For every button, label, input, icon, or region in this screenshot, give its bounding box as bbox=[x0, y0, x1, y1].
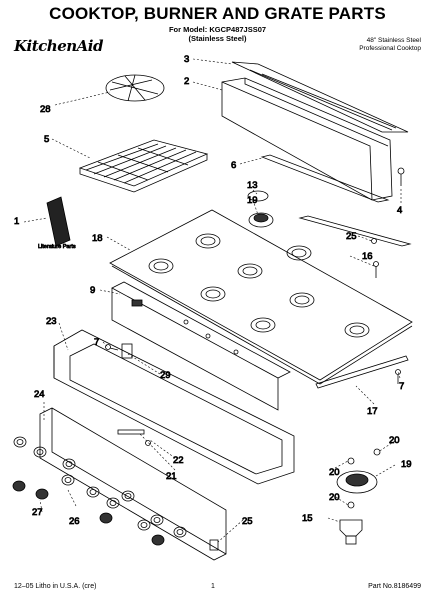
label-part-24: 24 bbox=[34, 389, 45, 400]
part-6-trim-strip bbox=[260, 154, 390, 203]
label-part-9: 9 bbox=[90, 285, 95, 296]
label-part-15: 15 bbox=[302, 513, 313, 524]
part-19-burner bbox=[248, 212, 274, 228]
footer-page-number: 1 bbox=[211, 583, 215, 590]
part-25-rail-top bbox=[298, 215, 412, 247]
part-18-cooktop-panel bbox=[109, 209, 413, 385]
footer-part-number: Part No.8186499 bbox=[368, 583, 421, 590]
part-17-side-rail bbox=[315, 355, 409, 389]
label-part-27: 27 bbox=[32, 507, 43, 518]
model-finish: (Stainless Steel) bbox=[188, 34, 247, 43]
label-part-3: 3 bbox=[184, 54, 189, 65]
label-part-25-bottom: 25 bbox=[242, 516, 253, 527]
label-literature-parts: Literature Parts bbox=[38, 244, 76, 250]
footer-litho: 12–05 Litho in U.S.A. (cre) bbox=[14, 583, 97, 590]
label-part-4: 4 bbox=[397, 205, 402, 216]
side-burner-assembly bbox=[336, 448, 381, 545]
label-part-22: 22 bbox=[173, 455, 184, 466]
part-21-screw bbox=[145, 440, 151, 446]
brand-logo: KitchenAid bbox=[14, 37, 103, 55]
model-info: For Model: KGCP487JSS07 (Stainless Steel… bbox=[0, 25, 435, 43]
label-part-28: 28 bbox=[40, 104, 51, 115]
label-part-16: 16 bbox=[362, 251, 373, 262]
part-28-round-grate bbox=[105, 74, 165, 102]
label-part-7-left: 7 bbox=[94, 337, 99, 348]
product-description: 48" Stainless Steel Professional Cooktop bbox=[359, 37, 421, 53]
part-4-screw bbox=[397, 167, 405, 186]
part-1-literature-parts bbox=[46, 196, 71, 247]
label-part-19-right: 19 bbox=[401, 459, 412, 470]
part-3-vent-panel bbox=[231, 61, 409, 133]
label-part-18: 18 bbox=[92, 233, 103, 244]
label-part-19-top: 19 bbox=[247, 195, 258, 206]
label-part-20-top: 20 bbox=[389, 435, 400, 446]
label-part-29: 29 bbox=[160, 370, 171, 381]
leader-lines bbox=[23, 58, 402, 543]
label-part-2: 2 bbox=[184, 76, 189, 87]
part-2-backguard bbox=[221, 77, 393, 201]
label-part-17: 17 bbox=[367, 406, 378, 417]
label-part-25-top: 25 bbox=[346, 231, 357, 242]
model-number: For Model: KGCP487JSS07 bbox=[168, 25, 267, 34]
label-part-20-mid: 20 bbox=[329, 467, 340, 478]
cooktop-burner-rings bbox=[148, 233, 370, 338]
label-part-6: 6 bbox=[231, 160, 236, 171]
part-16-screw bbox=[373, 261, 379, 278]
label-part-20-bottom: 20 bbox=[329, 492, 340, 503]
label-part-21: 21 bbox=[166, 471, 177, 482]
label-part-26: 26 bbox=[69, 516, 80, 527]
part-25-bottom-bracket bbox=[209, 539, 219, 551]
part-9-burner-bracket bbox=[111, 281, 291, 411]
part-29-clip bbox=[121, 343, 133, 359]
part-7-screw-left bbox=[105, 344, 119, 351]
label-part-5: 5 bbox=[44, 134, 49, 145]
label-part-1: 1 bbox=[14, 216, 19, 227]
label-part-23: 23 bbox=[46, 316, 57, 327]
part-7-screw-right bbox=[395, 369, 401, 384]
part-5-grate bbox=[78, 139, 209, 193]
product-description-line1: 48" Stainless Steel bbox=[366, 37, 421, 44]
label-part-13: 13 bbox=[247, 180, 258, 191]
part-22-lever bbox=[117, 429, 145, 435]
part-13-burner-cap bbox=[247, 190, 269, 202]
part-23-front-frame bbox=[53, 329, 295, 485]
control-knobs bbox=[12, 436, 187, 546]
part-24-control-panel bbox=[39, 407, 227, 561]
page-title: COOKTOP, BURNER AND GRATE PARTS bbox=[49, 4, 386, 23]
label-part-7-right: 7 bbox=[399, 381, 404, 392]
product-description-line2: Professional Cooktop bbox=[359, 45, 421, 52]
